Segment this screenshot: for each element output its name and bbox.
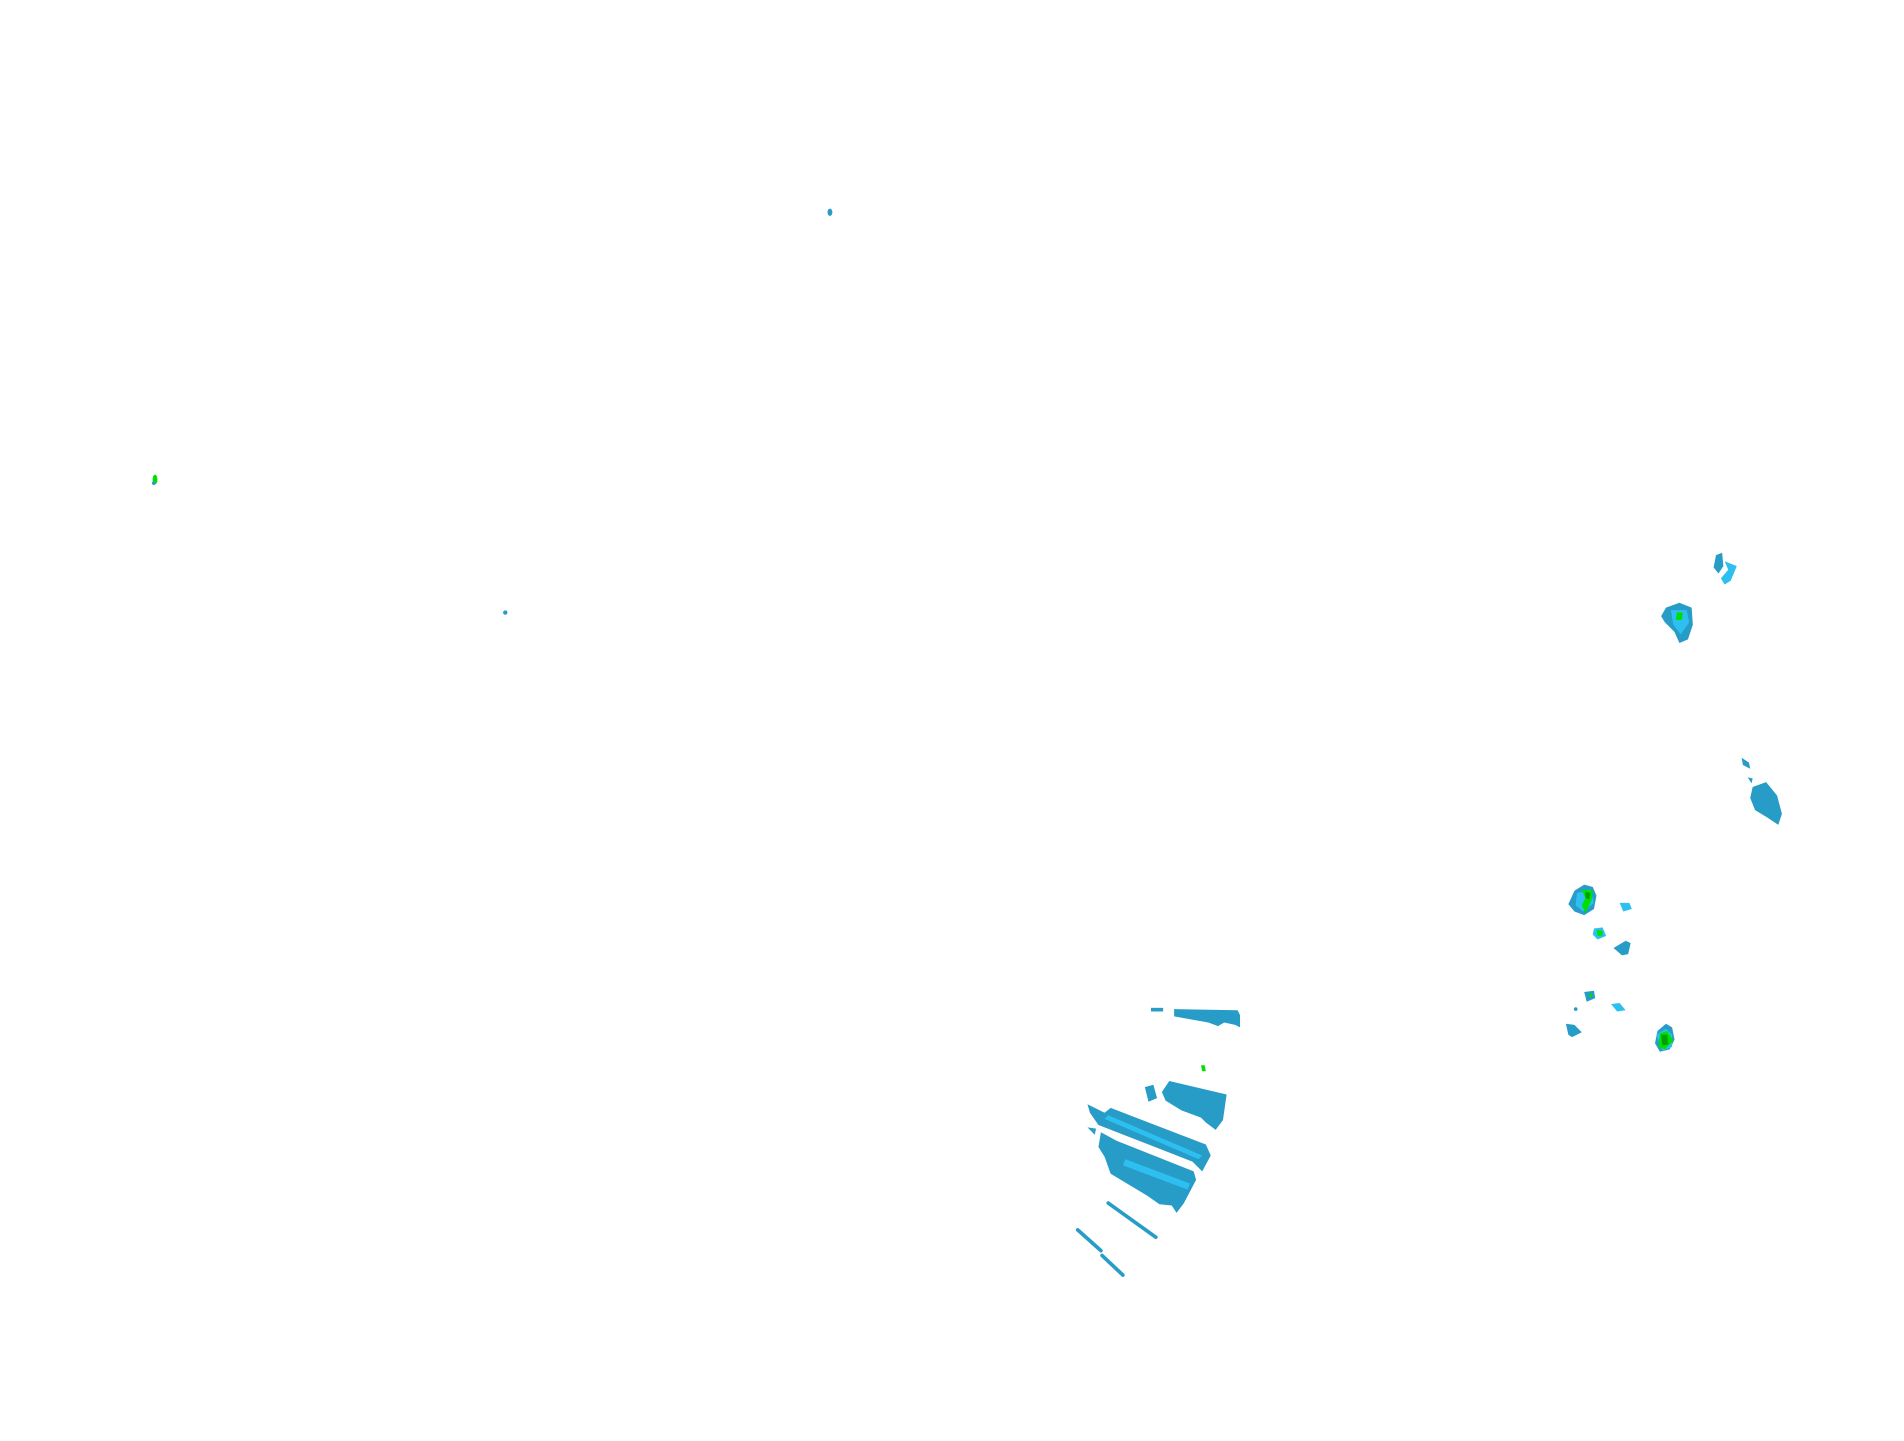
echo-speck-north <box>827 208 833 216</box>
echo-speck-west <box>151 474 158 486</box>
echo-cells-east <box>1565 552 1782 1052</box>
echo-cluster-south <box>1075 1007 1241 1277</box>
echo-speck-center <box>503 610 508 615</box>
